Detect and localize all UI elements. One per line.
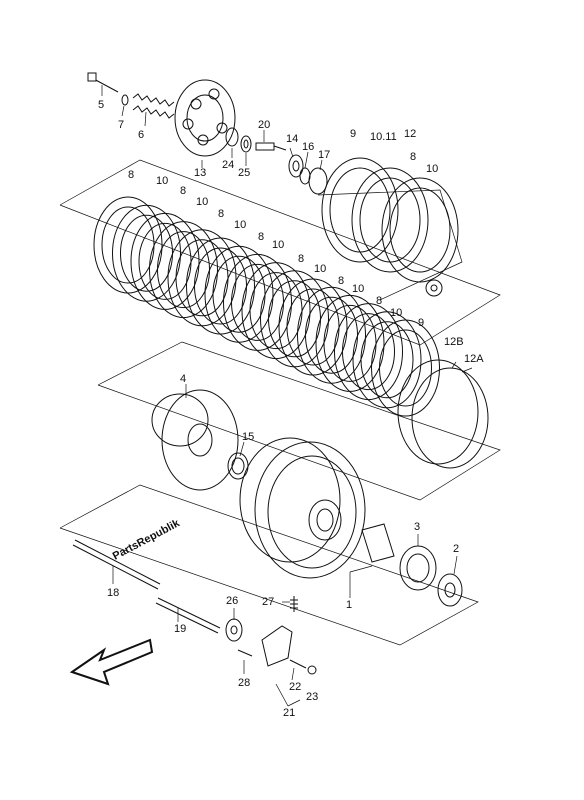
clutch-plate: [352, 311, 422, 409]
clutch-plate: [167, 229, 237, 327]
clutch-plate-inner-edge: [120, 214, 173, 292]
callout-label: 10: [352, 283, 364, 295]
callout-label: 26: [226, 595, 238, 607]
watermark: PartsRepublik: [111, 517, 183, 563]
callout-label: 9: [418, 317, 424, 329]
callout-label: 10: [234, 219, 246, 231]
clutch-plate: [93, 196, 163, 294]
callout-label: 3: [414, 521, 420, 533]
callout-label: 8: [298, 253, 304, 265]
callout-label: 16: [302, 141, 314, 153]
callout-label: 24: [222, 159, 234, 171]
clutch-plate: [186, 237, 255, 335]
callout-label: 13: [194, 167, 206, 179]
callout-label: 27: [262, 596, 274, 608]
callout-label: 28: [238, 677, 250, 689]
assembly-outlines: [59, 159, 501, 646]
clutch-plate: [371, 319, 440, 417]
callout-label: 1: [346, 599, 352, 611]
callout-label: 10.11: [370, 131, 397, 143]
clutch-plate-inner-edge: [194, 247, 247, 325]
callout-label: 4: [180, 373, 186, 385]
clutch-plate-inner-edge: [249, 272, 303, 350]
front-direction-arrow-icon: [69, 638, 154, 686]
callout-label: 10: [272, 239, 284, 251]
leader-lines: [101, 85, 473, 707]
callout-label: 5: [98, 99, 104, 111]
gear-icon: [425, 279, 443, 297]
callout-label: 8: [180, 185, 186, 197]
clutch-plate-inner-edge: [379, 329, 432, 407]
release-mechanism: [225, 596, 317, 675]
callout-label: 8: [128, 169, 134, 181]
callout-label: 17: [318, 149, 330, 161]
clutch-plate-inner-edge: [342, 313, 395, 391]
callout-label: 22: [289, 681, 301, 693]
clutch-plate: [315, 294, 385, 392]
clutch-plate: [149, 221, 218, 319]
callout-label: 25: [238, 167, 250, 179]
callout-label: 10: [156, 175, 168, 187]
clutch-plate: [278, 278, 348, 376]
clutch-plate: [112, 204, 181, 302]
callout-label: 18: [107, 587, 119, 599]
clutch-plate-inner-edge: [101, 206, 155, 284]
callout-label: 12A: [464, 353, 484, 365]
callout-label: 2: [453, 543, 459, 555]
pressure-plate-group: [87, 72, 236, 157]
clutch-plate: [260, 270, 329, 368]
bearing-spacer-washer: [361, 523, 463, 607]
callout-label: 23: [306, 691, 318, 703]
clutch-plate-inner-edge: [268, 280, 321, 358]
clutch-plate-inner-edge: [360, 321, 414, 399]
clutch-plate-inner-edge: [323, 304, 377, 382]
clutch-plate-inner-edge: [157, 231, 210, 309]
clutch-plate: [204, 245, 274, 343]
callout-label: 8: [338, 275, 344, 287]
clutch-plate-inner-edge: [138, 222, 192, 300]
callout-label: 8: [258, 231, 264, 243]
callout-label: 8: [376, 295, 382, 307]
callout-label: 8: [218, 208, 224, 220]
callout-label: 14: [286, 133, 298, 145]
callout-label: 10: [196, 196, 208, 208]
clutch-plate-stack: [93, 196, 440, 417]
callout-label: 19: [174, 623, 186, 635]
clutch-plate: [223, 253, 292, 351]
clutch-plate-inner-edge: [175, 239, 229, 317]
clutch-plates-right: [321, 157, 459, 283]
clutch-plate-inner-edge: [286, 288, 340, 366]
wire-rings: [397, 359, 489, 469]
callout-label: 6: [138, 129, 144, 141]
callout-label: 10: [314, 263, 326, 275]
callout-label: 9: [350, 128, 356, 140]
clutch-plate-inner-edge: [212, 255, 266, 333]
callout-label: 7: [118, 119, 124, 131]
callout-label: 8: [410, 151, 416, 163]
callout-label: 10: [390, 307, 402, 319]
clutch-plate: [130, 212, 200, 310]
pushrod-bearing-group: [225, 127, 328, 195]
clutch-plate-inner-edge: [231, 263, 284, 341]
clutch-plate: [297, 286, 366, 384]
clutch-sleeve-hub: [151, 389, 249, 491]
callout-label: 21: [283, 707, 295, 719]
callout-label: 12: [404, 128, 416, 140]
callout-label: 15: [242, 431, 254, 443]
callout-label: 20: [258, 119, 270, 131]
clutch-plate-inner-edge: [305, 296, 358, 374]
callout-label: 12B: [444, 336, 464, 348]
callout-label: 10: [426, 163, 438, 175]
clutch-plate: [241, 262, 311, 360]
pushrods: [72, 539, 221, 634]
primary-driven-gear: [239, 437, 366, 579]
